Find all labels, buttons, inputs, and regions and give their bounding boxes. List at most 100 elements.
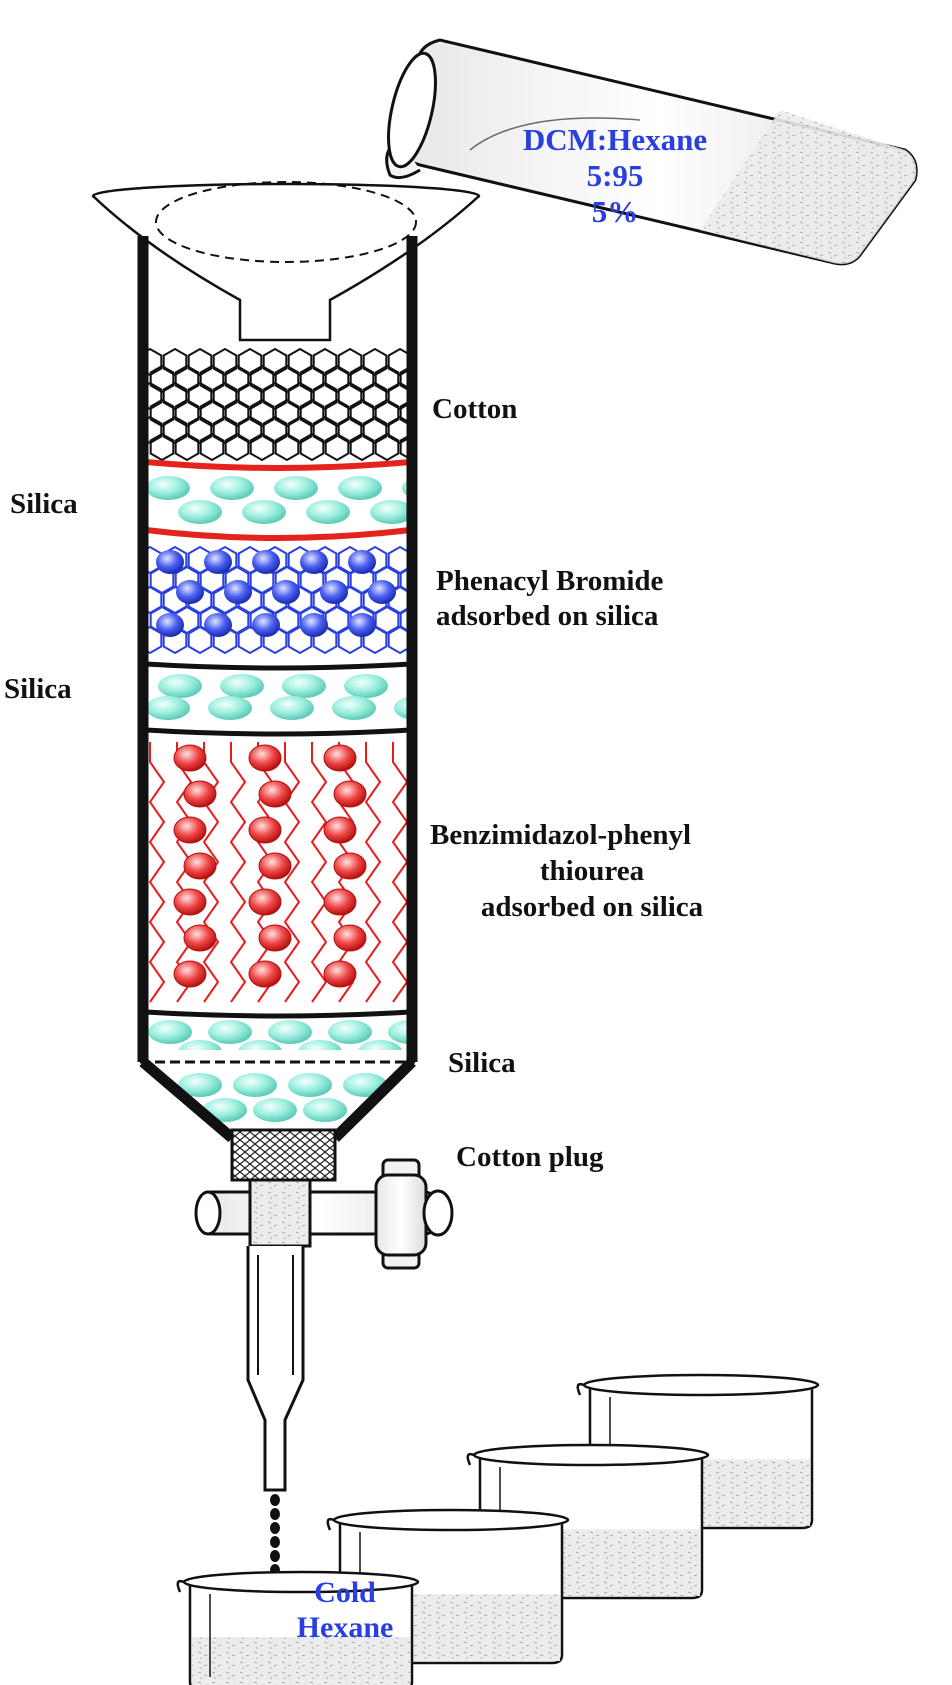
- cotton-hexagon: [299, 398, 325, 428]
- cotton-hexagon: [162, 415, 188, 445]
- silica-bead: [298, 1040, 342, 1050]
- cotton-hexagon: [162, 347, 188, 377]
- phenacyl-bead: [176, 580, 204, 604]
- beaker-rim: [582, 1373, 820, 1397]
- cotton-hexagon: [349, 432, 375, 462]
- cotton-hexagon: [312, 415, 338, 445]
- thiourea-bead: [183, 780, 217, 808]
- silica-bead: [158, 674, 202, 698]
- thiourea-bead: [323, 888, 357, 916]
- cotton-hexagon: [224, 364, 250, 394]
- silica-layer-top: [146, 476, 412, 524]
- thiourea-strand: [310, 742, 328, 1003]
- pour-beaker-line1: DCM:Hexane: [523, 122, 707, 157]
- thiourea-bead: [258, 852, 292, 880]
- silica-bead: [328, 1020, 372, 1044]
- silica-bead: [238, 1040, 282, 1050]
- silica-bead: [332, 696, 376, 720]
- cotton-plug: [230, 1128, 337, 1182]
- label-phenacyl-line1: Phenacyl Bromide: [436, 565, 664, 597]
- stopcock: [194, 1158, 454, 1270]
- cotton-hexagon: [274, 364, 300, 394]
- beaker-spout: [176, 1579, 185, 1593]
- silica-bead: [146, 476, 190, 500]
- cotton-hexagon: [149, 364, 175, 394]
- funnel: [91, 181, 481, 342]
- separator-red-2: [145, 527, 411, 541]
- silica-bead: [358, 1040, 402, 1050]
- cotton-hexagon: [374, 364, 400, 394]
- silica-layer-bottom: [148, 1020, 412, 1050]
- silica-bead: [270, 696, 314, 720]
- beaker-spout: [466, 1452, 475, 1466]
- cotton-hexagon: [274, 398, 300, 428]
- thiourea-bead: [323, 744, 357, 772]
- beaker-liquid: [192, 1637, 410, 1685]
- phenacyl-bead: [300, 550, 328, 574]
- cotton-hexagon: [237, 381, 263, 411]
- beaker-rim: [472, 1443, 710, 1467]
- silica-bead: [208, 1020, 252, 1044]
- cotton-hexagon: [374, 432, 400, 462]
- silica-bead: [274, 476, 318, 500]
- cotton-hexagon: [237, 415, 263, 445]
- phenacyl-bead: [272, 580, 300, 604]
- silica-bead: [303, 1098, 347, 1122]
- cotton-hexagon: [212, 381, 238, 411]
- drop: [270, 1522, 280, 1534]
- cotton-hexagon: [399, 398, 412, 428]
- thiourea-strand: [364, 742, 382, 1003]
- cotton-hexagon: [337, 415, 363, 445]
- phenacyl-bead: [156, 613, 184, 637]
- label-silica-bottom: Silica: [448, 1047, 516, 1079]
- thiourea-bead: [173, 888, 207, 916]
- cotton-hexagon: [199, 364, 225, 394]
- cotton-hexagon: [212, 415, 238, 445]
- phenacyl-bead: [348, 613, 376, 637]
- cotton-hexagon: [262, 415, 288, 445]
- cotton-hexagon: [224, 432, 250, 462]
- cotton-hexagon: [362, 381, 388, 411]
- thiourea-strand: [148, 742, 166, 1003]
- silica-bead: [178, 1040, 222, 1050]
- phenacyl-bead: [368, 580, 396, 604]
- silica-bead: [338, 476, 382, 500]
- cotton-hexagon: [399, 432, 412, 462]
- cotton-hexagon: [312, 381, 338, 411]
- phenacyl-bead: [320, 580, 348, 604]
- phenacyl-bromide-layer: [143, 545, 412, 655]
- beaker-rim: [182, 1570, 420, 1594]
- label-cotton-plug: Cotton plug: [456, 1141, 604, 1173]
- cotton-hexagon: [299, 432, 325, 462]
- cotton-hexagon: [224, 398, 250, 428]
- thiourea-bead: [258, 780, 292, 808]
- cotton-hexagon: [287, 381, 313, 411]
- label-cotton: Cotton: [432, 393, 517, 425]
- silica-bead: [178, 1073, 222, 1097]
- beaker-rim: [332, 1508, 570, 1532]
- thiourea-bead: [333, 924, 367, 952]
- cotton-hexagon: [199, 432, 225, 462]
- collection-beaker-front: [176, 1570, 420, 1685]
- cotton-hexagon: [174, 364, 200, 394]
- cotton-hexagon: [212, 347, 238, 377]
- thiourea-bead: [323, 816, 357, 844]
- drop: [270, 1494, 280, 1506]
- silica-bead: [282, 674, 326, 698]
- cotton-hexagon: [237, 347, 263, 377]
- collection-beaker-line1: Cold: [314, 1576, 376, 1609]
- cotton-hexagon: [362, 415, 388, 445]
- silica-bead: [210, 476, 254, 500]
- phenacyl-bead: [252, 550, 280, 574]
- silica-bead: [253, 1098, 297, 1122]
- cotton-hexagon: [274, 432, 300, 462]
- phenacyl-bead: [348, 550, 376, 574]
- silica-bead: [148, 1020, 192, 1044]
- cotton-hexagon: [324, 364, 350, 394]
- silica-bead: [178, 500, 222, 524]
- cotton-hexagon: [337, 347, 363, 377]
- thiourea-bead: [248, 960, 282, 988]
- thiourea-bead: [173, 816, 207, 844]
- cotton-hexagon: [249, 398, 275, 428]
- label-benz-line1: Benzimidazol-phenyl: [430, 819, 691, 851]
